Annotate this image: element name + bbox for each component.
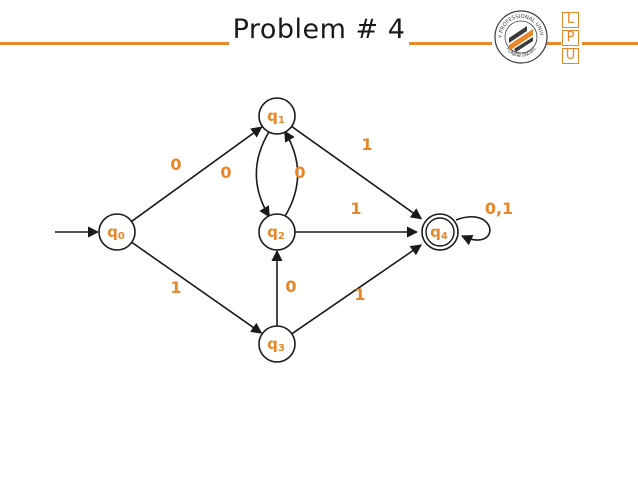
slide-title-text: Problem # 4 [228, 14, 410, 45]
state-q2: q2 [258, 213, 296, 251]
title-underline-segment [545, 42, 561, 45]
state-circle [421, 213, 459, 251]
transition-label-q3-q4: 1 [354, 285, 365, 304]
logo-letter-u: U [562, 48, 579, 64]
state-circle [258, 97, 296, 135]
state-q4: q4 [421, 213, 459, 251]
transition-label-q1-q4: 1 [361, 135, 372, 154]
seal-emblem-icon [509, 26, 533, 52]
transition-q3-to-q4 [291, 244, 422, 335]
transition-q2-to-q1 [284, 130, 299, 218]
state-circle [98, 213, 136, 251]
transition-labels: 0 1 0 0 1 1 0 1 0,1 [170, 135, 513, 304]
state-circle [258, 213, 296, 251]
logo-letter-l: L [562, 12, 579, 28]
logo-letter-p: P [562, 30, 579, 46]
transition-label-q2-q1: 0 [294, 163, 305, 182]
transition-q1-to-q4 [291, 125, 423, 220]
state-q0: q0 [98, 213, 136, 251]
slide-title: Problem # 4 [0, 14, 638, 45]
transition-label-q3-q2: 0 [285, 277, 296, 296]
transition-q0-to-q1 [131, 126, 263, 223]
transition-label-q4-q4: 0,1 [485, 199, 513, 218]
title-underline-end [582, 42, 638, 45]
state-label: q1 [267, 107, 285, 126]
state-nodes: q0 q1 q2 q3 q4 [98, 97, 459, 363]
state-circle [258, 325, 296, 363]
transition-label-q2-q4: 1 [350, 199, 361, 218]
state-label: q0 [107, 223, 125, 242]
state-label: q2 [267, 223, 285, 242]
state-q1: q1 [258, 97, 296, 135]
transition-label-q0-q3: 1 [170, 278, 181, 297]
transition-q4-to-q4 [455, 216, 491, 246]
university-seal-logo: LOVELY PROFESSIONAL UNIVERSITY PUNJAB (I… [494, 10, 548, 64]
transition-q0-to-q3 [131, 241, 263, 334]
transition-q1-to-q2 [255, 130, 270, 218]
state-label: q3 [267, 335, 285, 354]
transition-label-q1-q2: 0 [220, 163, 231, 182]
transition-arrows [55, 125, 491, 335]
transition-label-q0-q1: 0 [170, 155, 181, 174]
state-label: q4 [430, 223, 448, 242]
accepting-inner-circle [425, 217, 455, 247]
state-q3: q3 [258, 325, 296, 363]
